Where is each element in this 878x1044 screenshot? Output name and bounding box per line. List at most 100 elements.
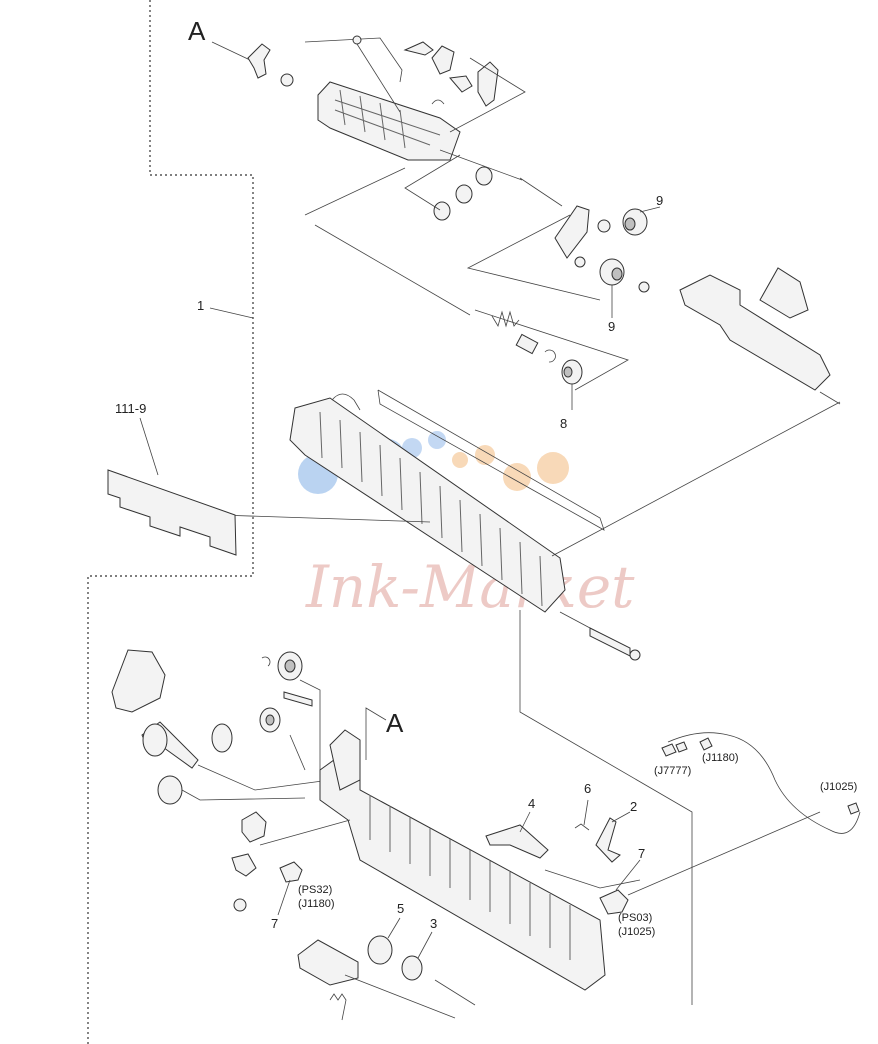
watermark-dot — [452, 452, 468, 468]
leader-box — [304, 167, 406, 216]
gear-part-core — [284, 659, 296, 673]
leader-line — [639, 206, 661, 213]
lever-part — [431, 45, 455, 75]
roller-part — [433, 201, 451, 221]
connector-label-ps03: (PS03) — [618, 912, 652, 924]
roller-part — [157, 775, 183, 805]
gear-part — [638, 281, 650, 293]
bottom-shaft — [434, 979, 476, 1006]
main-guide-body — [289, 397, 566, 613]
lower-frame-fins — [369, 795, 571, 960]
roller-part-3 — [401, 955, 423, 981]
callout-6: 6 — [584, 781, 591, 796]
arm-part — [247, 43, 271, 79]
leader-line — [209, 307, 254, 319]
metal-plate — [377, 389, 605, 531]
sensor-ps32 — [279, 861, 303, 883]
watermark-dot — [503, 463, 531, 491]
watermark-dot — [428, 431, 446, 449]
lever-part — [231, 853, 257, 877]
connector-j7777 — [675, 741, 688, 753]
clip-part — [544, 349, 556, 363]
screw-part — [352, 35, 362, 45]
feed-arm-part — [554, 205, 590, 259]
long-shaft — [314, 224, 471, 316]
leader-line — [365, 707, 387, 760]
leader-line — [551, 401, 841, 557]
pin-part — [283, 691, 313, 707]
connector-label-j1180-left: (J1180) — [298, 898, 334, 910]
frame-side-bracket — [329, 729, 361, 791]
leader-line — [583, 799, 589, 826]
lever-part — [449, 75, 473, 93]
callout-a-top: A — [188, 16, 206, 46]
roller-part-8-core — [563, 366, 573, 378]
leader-line — [219, 514, 431, 523]
main-guide-fins — [319, 411, 543, 607]
leader-line — [519, 610, 693, 1005]
lower-frame — [319, 751, 606, 991]
bushing-part — [515, 333, 539, 355]
callout-111-9: 111-9 — [115, 401, 146, 416]
upper-frame-detail — [334, 89, 441, 149]
upper-frame — [317, 81, 461, 161]
leader-line — [259, 819, 351, 846]
main-guide — [219, 389, 841, 1005]
spring-part — [491, 310, 520, 328]
pulley-part — [211, 723, 233, 753]
cover-guide-lid — [759, 267, 809, 319]
leader-line — [819, 391, 841, 405]
lower-assembly — [111, 649, 861, 1021]
leader-line — [387, 917, 401, 939]
roller-part-9-core — [624, 217, 636, 231]
leader-line — [344, 974, 456, 1019]
hook-part — [431, 99, 445, 105]
leader-line — [611, 811, 631, 823]
leader-line — [627, 811, 821, 896]
callout-2: 2 — [630, 799, 637, 814]
sensor-ps03 — [599, 889, 629, 915]
connector-j1180 — [699, 737, 713, 751]
leader-line — [289, 734, 306, 771]
callout-8: 8 — [560, 416, 567, 431]
callout-9-top: 9 — [656, 193, 663, 208]
callout-5: 5 — [397, 901, 404, 916]
leader-line — [544, 869, 641, 889]
callout-7-left: 7 — [271, 916, 278, 931]
callout-3: 3 — [430, 916, 437, 931]
spring-part — [280, 73, 294, 87]
shaft-part — [519, 177, 563, 207]
callout-9-bottom: 9 — [608, 319, 615, 334]
roller-part-5 — [367, 935, 393, 965]
sensor-wire — [331, 393, 361, 411]
part-6 — [574, 823, 590, 831]
e-clip-part — [261, 656, 271, 667]
leader-line — [211, 41, 251, 61]
gear-part-core — [265, 714, 275, 726]
cable-harness — [667, 732, 861, 834]
connector-label-ps32: (PS32) — [298, 884, 332, 896]
sheet-part — [107, 469, 237, 556]
leader-line — [356, 43, 401, 113]
cover-guide-part — [679, 274, 831, 391]
leader-box — [449, 57, 526, 133]
gear-disc — [142, 723, 168, 757]
lever-part — [477, 61, 499, 107]
watermark-text: Ink-Market — [305, 553, 635, 621]
watermark-dot — [537, 452, 569, 484]
screw-head — [629, 649, 641, 661]
callout-labels: A A 1 111-9 9 9 8 4 6 2 7 7 5 3 (J7777) … — [115, 16, 857, 938]
leader-line — [139, 417, 159, 476]
spring-part — [329, 993, 347, 1021]
gear-part — [233, 898, 247, 912]
gear-part — [241, 811, 267, 843]
bottom-bracket — [297, 939, 359, 986]
gear-part — [597, 219, 611, 233]
leader-line — [439, 149, 523, 181]
connector-label-j1025-top: (J1025) — [820, 781, 857, 793]
connector-j1025 — [847, 802, 860, 815]
middle-roller-group — [304, 167, 841, 410]
callout-a-mid: A — [386, 708, 404, 738]
leader-box — [474, 309, 629, 391]
